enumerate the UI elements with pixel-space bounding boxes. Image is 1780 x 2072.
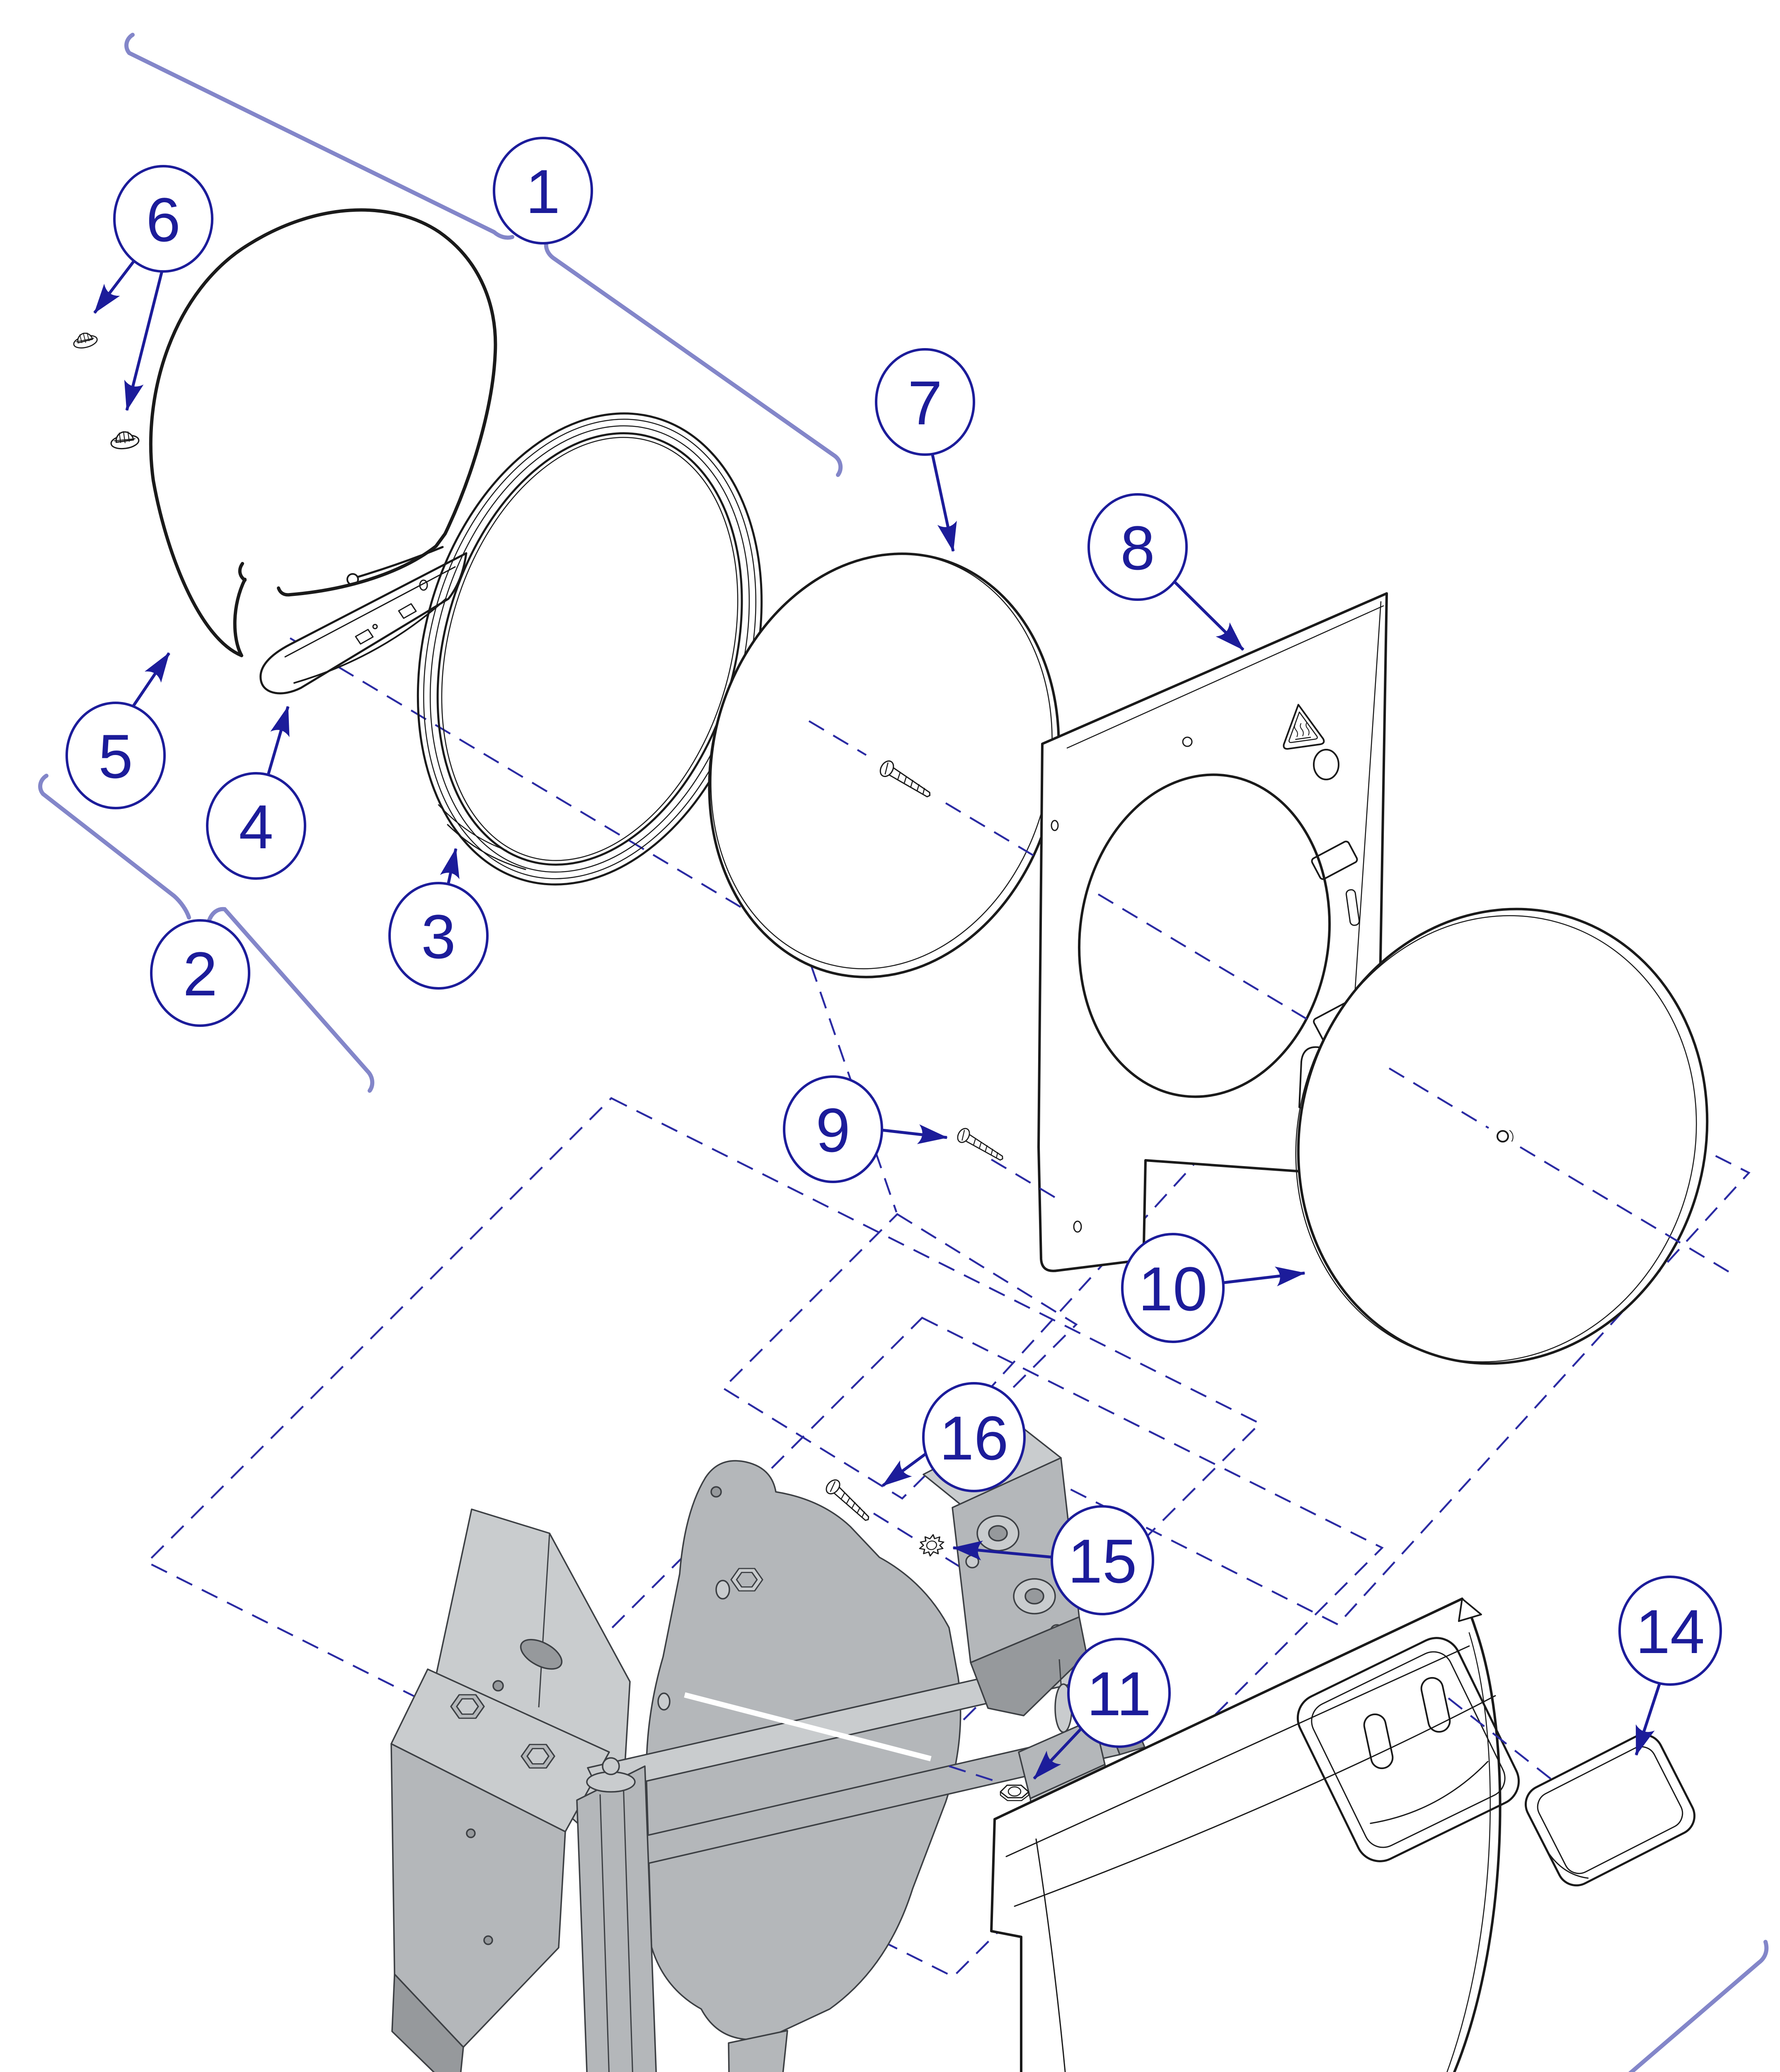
access-cover-drawing xyxy=(1524,1733,1696,1887)
callout-1: 1 xyxy=(493,137,593,244)
leader-arrow-9 xyxy=(882,1124,948,1144)
axis-line-disc xyxy=(808,720,867,756)
callout-6-label: 6 xyxy=(146,185,180,254)
group-bracket-1 xyxy=(124,33,843,477)
axis-line-screw9 xyxy=(991,1159,1062,1202)
hex-nut xyxy=(1000,1784,1029,1801)
callout-10-label: 10 xyxy=(1138,1254,1208,1324)
callout-7: 7 xyxy=(875,348,975,456)
leader-arrow-15 xyxy=(952,1540,1054,1561)
leader-arrow-16 xyxy=(882,1451,929,1487)
callout-9: 9 xyxy=(783,1075,883,1183)
leader-arrow-11 xyxy=(1033,1726,1084,1780)
callout-16: 16 xyxy=(922,1382,1026,1492)
callout-5-label: 5 xyxy=(98,721,133,791)
panel-slot-upper xyxy=(1311,840,1358,880)
leader-arrow-6b xyxy=(124,256,167,411)
callout-15: 15 xyxy=(1051,1505,1154,1615)
mounting-nut-lower xyxy=(109,429,140,451)
callout-8: 8 xyxy=(1087,493,1188,601)
callout-1-label: 1 xyxy=(526,157,560,226)
panel-slot-narrow xyxy=(1345,889,1360,926)
group-bracket-2 xyxy=(38,774,375,1093)
panel-screw xyxy=(954,1126,1007,1165)
axis-line-panel xyxy=(1097,893,1310,1021)
pocket-slot-left xyxy=(1363,1713,1394,1769)
dashed-plane-inner xyxy=(492,1317,1384,1978)
disc-center-hole xyxy=(1497,1130,1509,1143)
mounting-nut-upper xyxy=(71,329,99,351)
door-hinge-mechanism-drawing xyxy=(390,1407,1145,2072)
callout-15-label: 15 xyxy=(1068,1526,1137,1596)
leader-arrows xyxy=(93,251,1663,1780)
callout-4-label: 4 xyxy=(239,792,273,862)
axis-line-disc2 xyxy=(945,802,1045,863)
leader-arrow-7 xyxy=(930,450,957,552)
leader-arrow-8 xyxy=(1172,579,1245,651)
callout-3: 3 xyxy=(388,882,489,990)
door-seal-ring-drawing xyxy=(149,208,497,657)
callout-9-label: 9 xyxy=(816,1095,850,1165)
callout-14: 14 xyxy=(1618,1576,1722,1686)
panel-round-hole xyxy=(1313,749,1339,780)
leader-arrow-5 xyxy=(130,652,170,710)
dashed-plane-hinge xyxy=(722,1213,1078,1500)
panel-fold-tab xyxy=(1458,1598,1482,1622)
callout-10: 10 xyxy=(1121,1233,1225,1343)
heat-shield-panel-drawing xyxy=(1037,592,1388,1272)
callout-11: 11 xyxy=(1067,1638,1171,1748)
callout-7-label: 7 xyxy=(908,368,942,438)
mechanism-slot-highlight xyxy=(684,1692,932,1762)
panel-window-opening xyxy=(1078,773,1331,1098)
callout-5: 5 xyxy=(65,702,166,809)
axis-line-nut xyxy=(949,1765,998,1783)
hot-surface-warning-icon xyxy=(1283,704,1325,750)
callout-16-label: 16 xyxy=(940,1403,1009,1473)
door-cover-panel-drawing xyxy=(990,1598,1520,2072)
callout-4: 4 xyxy=(206,772,306,880)
group-bracket-12 xyxy=(1628,1940,1769,2072)
callout-2: 2 xyxy=(150,919,250,1027)
seal-wire-eyelet xyxy=(346,573,359,586)
leader-arrow-6a xyxy=(93,251,142,314)
callout-3-label: 3 xyxy=(421,902,455,971)
pocket-slot-right xyxy=(1420,1677,1451,1733)
callout-6: 6 xyxy=(113,165,213,273)
axis-line-disc10b xyxy=(1519,1146,1735,1276)
leader-arrow-14 xyxy=(1635,1678,1663,1756)
callout-14-label: 14 xyxy=(1636,1597,1705,1666)
leader-arrow-4 xyxy=(265,706,290,779)
star-washer xyxy=(919,1534,944,1556)
callout-8-label: 8 xyxy=(1120,513,1155,583)
axis-line-disc10a xyxy=(1388,1067,1489,1129)
door-handle-pocket xyxy=(1296,1637,1520,1862)
leader-arrow-10 xyxy=(1221,1266,1305,1287)
door-disc-drawing xyxy=(1295,908,1709,1365)
callout-11-label: 11 xyxy=(1087,1659,1151,1728)
callout-2-label: 2 xyxy=(183,939,217,1009)
